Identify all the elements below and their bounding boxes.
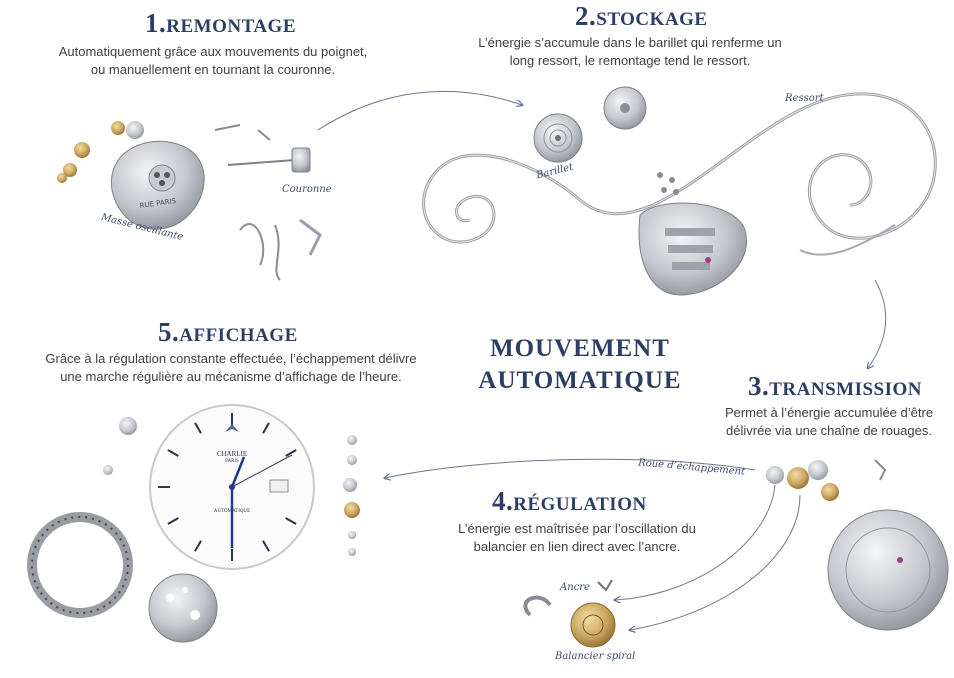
watch-dial [149,404,315,570]
step-desc-affichage: Grâce à la régulation constante effectué… [45,351,417,384]
dial-label: AUTOMATIQUE [213,509,251,514]
crown-stem [227,147,311,173]
arrow-stockage-to-transmission [868,279,887,368]
label-couronne: Couronne [282,184,332,195]
dial-hour-marker [262,422,270,434]
dial-hour-marker [194,540,202,552]
movement-transmission [827,509,949,631]
arrow-remontage-to-stockage [317,90,522,131]
step-title-transmission: 3.TRANSMISSION [748,371,923,401]
step-title-regulation: 4.RÉGULATION [492,486,647,516]
dial-plate [148,573,218,643]
dial-hour-marker [285,517,297,525]
date-disc [27,512,133,618]
movement-plate-stockage [638,202,747,296]
gear-train [766,460,839,501]
label-ancre: Ancre [560,582,590,593]
arrow-transmission-to-affichage [385,458,756,478]
step-title-stockage: 2.STOCKAGE [575,1,708,31]
label-ressort: Ressort [785,93,824,104]
step-title-remontage: 1.REMONTAGE [145,8,297,38]
oscillating-weight: RUE PARIS [110,140,205,230]
step-desc-remontage: Automatiquement grâce aux mouvements du … [58,44,368,77]
barrel [533,113,583,163]
label-balancier-spiral: Balancier spiral [555,651,636,662]
arrow-regulation-to-transmission [630,494,801,630]
arrow-transmission-to-regulation [615,484,776,600]
barrel-cover [603,86,647,130]
dial-hour-marker [167,517,179,525]
dial-hour-marker [285,449,297,457]
dial-hour-marker [262,540,270,552]
step-desc-stockage: L’énergie s’accumule dans le barillet qu… [478,35,782,68]
balance-wheel [570,602,616,648]
dial-hour-marker [194,422,202,434]
step-title-affichage: 5.AFFICHAGE [158,317,298,347]
step-desc-regulation: L’énergie est maîtrisée par l’oscillatio… [458,521,696,554]
dial-hour-marker [167,449,179,457]
